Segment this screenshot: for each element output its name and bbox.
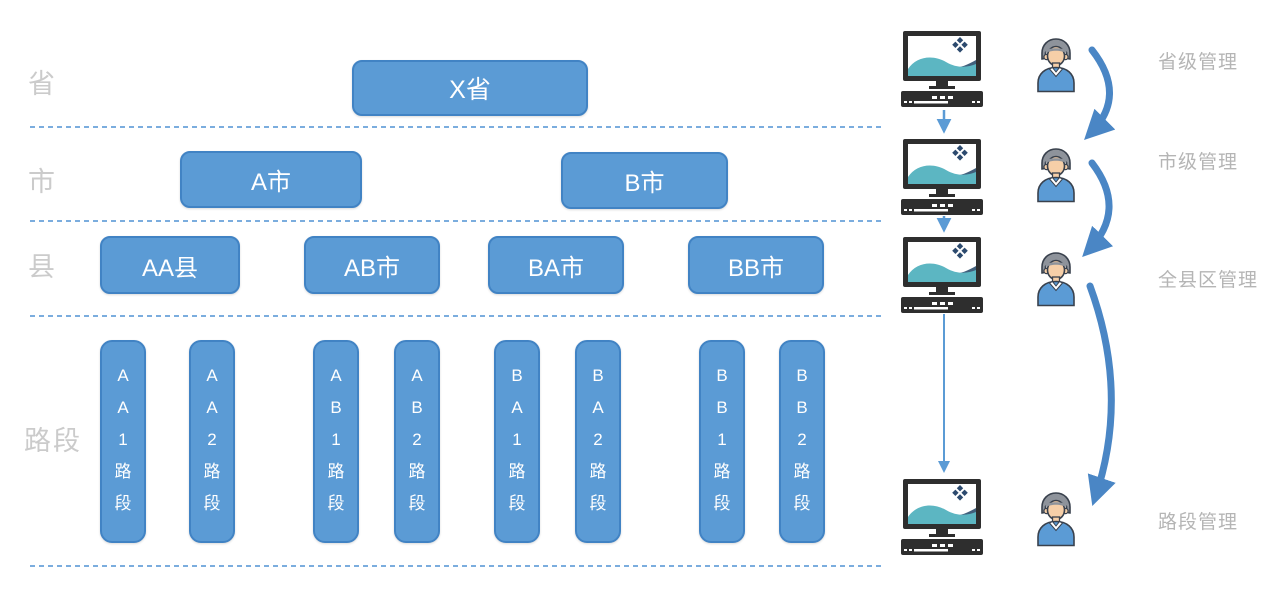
user-icon	[1034, 146, 1078, 203]
curved-arrow-icon	[1084, 46, 1116, 140]
management-label-province: 省级管理	[1158, 52, 1239, 73]
curved-arrow-icon	[1086, 282, 1116, 506]
monitor-icon	[900, 237, 984, 313]
city-box-a: A市	[180, 151, 362, 208]
monitor-icon	[900, 479, 984, 555]
section-box-ab2: A B 2 路 段	[394, 340, 440, 543]
section-box-ba2: B A 2 路 段	[575, 340, 621, 543]
row-label-county: 县	[28, 252, 57, 282]
management-label-section: 路段管理	[1158, 512, 1239, 533]
user-icon	[1034, 36, 1078, 93]
city-box-b: B市	[561, 152, 728, 209]
section-box-ba1: B A 1 路 段	[494, 340, 540, 543]
county-box-ba: BA市	[488, 236, 624, 294]
county-box-aa: AA县	[100, 236, 240, 294]
monitor-icon	[900, 31, 984, 107]
dashed-divider-4	[30, 565, 885, 567]
row-label-road-section: 路段	[24, 426, 82, 456]
section-box-aa1: A A 1 路 段	[100, 340, 146, 543]
section-box-aa2: A A 2 路 段	[189, 340, 235, 543]
monitor-icon	[900, 139, 984, 215]
management-label-county: 全县区管理	[1158, 270, 1259, 291]
section-box-bb1: B B 1 路 段	[699, 340, 745, 543]
management-label-city: 市级管理	[1158, 152, 1239, 173]
section-box-ab1: A B 1 路 段	[313, 340, 359, 543]
dashed-divider-1	[30, 126, 885, 128]
row-label-province: 省	[28, 69, 57, 99]
section-box-bb2: B B 2 路 段	[779, 340, 825, 543]
dashed-divider-2	[30, 220, 885, 222]
county-box-ab: AB市	[304, 236, 440, 294]
user-icon	[1034, 490, 1078, 547]
user-icon	[1034, 250, 1078, 307]
connector-arrows-layer	[936, 46, 1116, 506]
curved-arrow-icon	[1082, 159, 1114, 258]
dashed-divider-3	[30, 315, 885, 317]
county-box-bb: BB市	[688, 236, 824, 294]
province-box-x: X省	[352, 60, 588, 116]
row-label-city: 市	[28, 167, 57, 197]
